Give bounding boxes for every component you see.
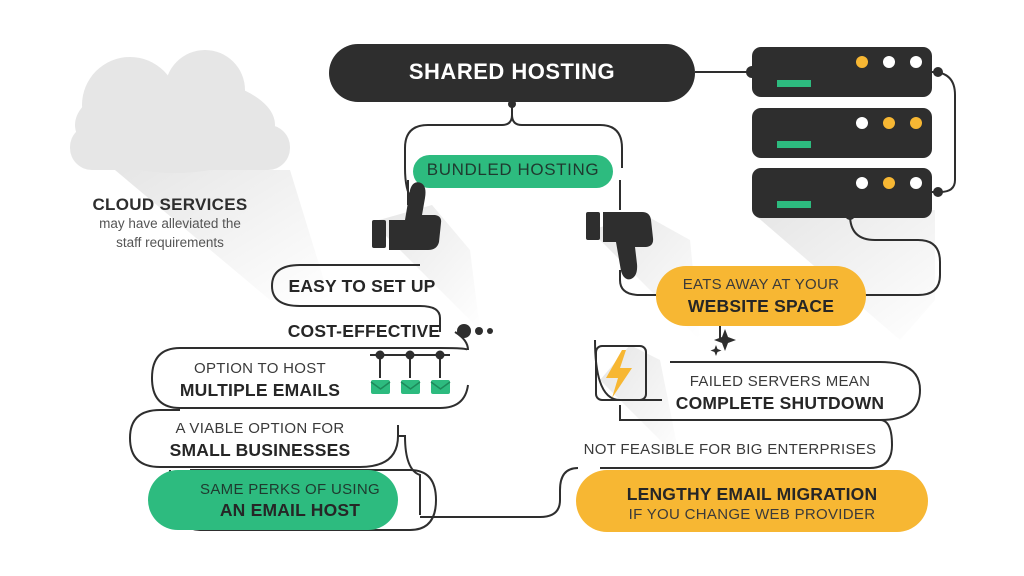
cloud-line-1: may have alleviated the [99, 216, 241, 231]
con-migration-thin: IF YOU CHANGE WEB PROVIDER [628, 506, 876, 523]
cloud-line-2: staff requirements [116, 235, 224, 250]
pro-multiple-emails-thin: OPTION TO HOST [194, 360, 326, 377]
thumbs-up-icon [372, 182, 442, 250]
bundled-hosting-pill [413, 155, 613, 188]
con-migration-bold: LENGTHY EMAIL MIGRATION [626, 484, 878, 504]
bundled-hosting-label: BUNDLED HOSTING [426, 160, 600, 179]
pro-small-business-bold: SMALL BUSINESSES [169, 440, 351, 460]
sparkle-icon [710, 329, 736, 356]
con-shutdown-bold: COMPLETE SHUTDOWN [675, 393, 885, 413]
cloud-heading: CLOUD SERVICES [92, 195, 248, 214]
pro-email-host-thin: SAME PERKS OF USING [200, 481, 380, 498]
con-website-space-thin: EATS AWAY AT YOUR [682, 276, 840, 293]
con-not-feasible: NOT FEASIBLE FOR BIG ENTERPRISES [583, 441, 877, 458]
thumbs-down-icon [586, 212, 654, 280]
pro-cost-effective: COST-EFFECTIVE [287, 321, 441, 341]
lightning-icon [595, 345, 647, 401]
con-website-space-bold: WEBSITE SPACE [687, 296, 835, 316]
pro-easy-setup: EASY TO SET UP [288, 276, 436, 296]
envelope-icon [370, 380, 451, 394]
con-shutdown-thin: FAILED SERVERS MEAN [689, 373, 871, 390]
pro-green-pill [148, 470, 398, 530]
pro-multiple-emails-bold: MULTIPLE EMAILS [179, 380, 341, 400]
pro-small-business-thin: A VIABLE OPTION FOR [175, 420, 345, 437]
pro-email-host-bold: AN EMAIL HOST [219, 500, 361, 520]
title-pill [329, 44, 695, 102]
server-rack-icon [752, 47, 932, 218]
cloud-icon [70, 50, 290, 173]
page-title: SHARED HOSTING [408, 59, 616, 84]
server-port-dots [845, 67, 943, 220]
con-orange-pill-migration [576, 470, 928, 532]
con-orange-pill-website-space [656, 266, 866, 326]
